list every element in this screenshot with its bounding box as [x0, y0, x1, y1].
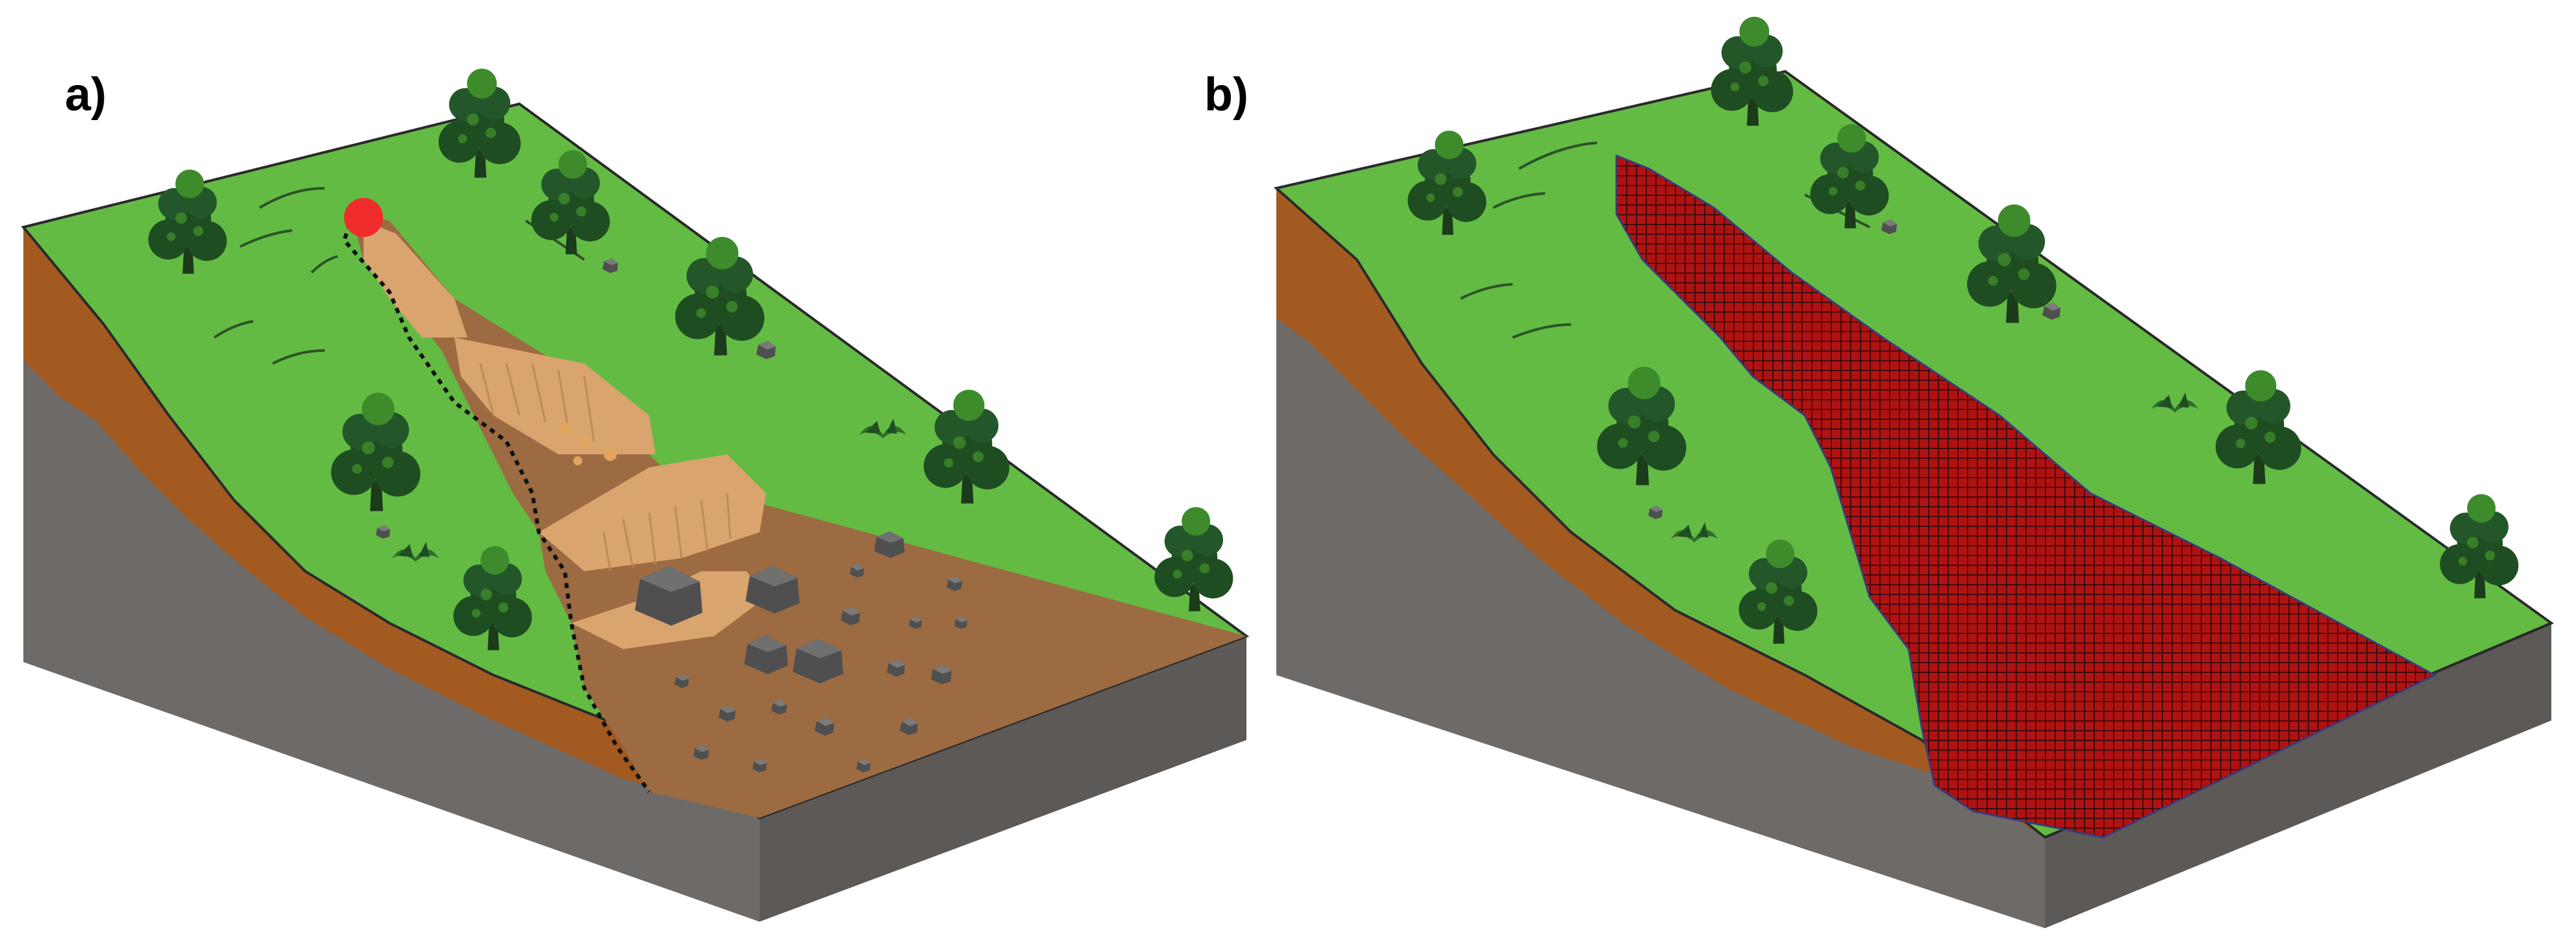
panel-b: b) [1204, 16, 2555, 928]
crown-point-icon [344, 198, 383, 237]
rock-face-side [760, 636, 1246, 922]
panel-a: a) [21, 68, 1250, 922]
scar-terrace-2 [454, 338, 656, 454]
panel-label-a: a) [65, 69, 106, 121]
panel-label-b: b) [1204, 69, 1248, 121]
rock-face-side [2045, 623, 2551, 928]
scar-terrace-3 [539, 454, 766, 571]
scar-terrace-1 [364, 221, 467, 338]
landslide-deposit [351, 214, 1246, 818]
mapped-landslide-area [1615, 154, 2437, 839]
scarp-boundary [341, 213, 651, 793]
